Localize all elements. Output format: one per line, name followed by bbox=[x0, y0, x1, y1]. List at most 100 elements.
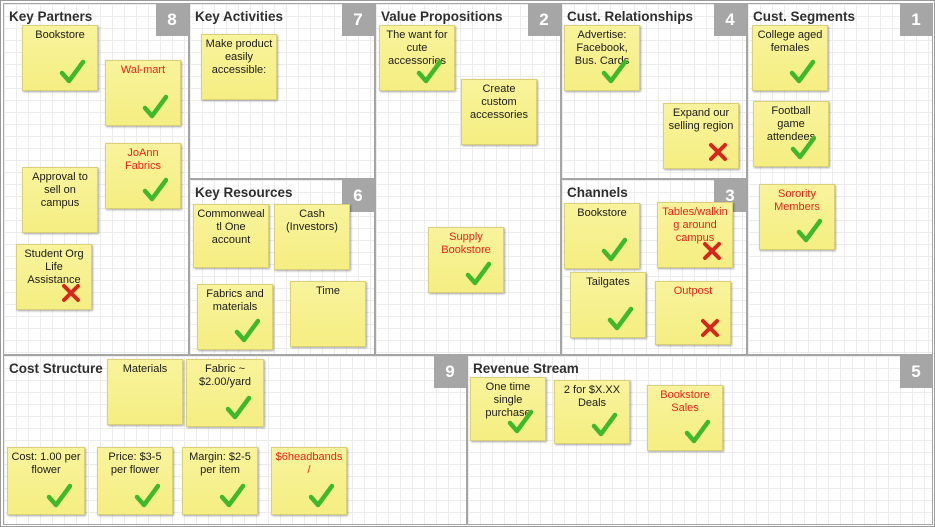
note-text: Tables/walking around campus bbox=[662, 206, 728, 244]
block-number-badge: 8 bbox=[156, 4, 188, 36]
note-text: Bookstore bbox=[577, 207, 627, 219]
note-text: Expand our selling region bbox=[668, 107, 734, 132]
sticky-note[interactable]: Create custom accessories bbox=[461, 79, 537, 145]
checkmark-icon bbox=[607, 306, 633, 331]
sticky-note[interactable]: 2 for $X.XX Deals bbox=[554, 380, 630, 444]
checkmark-icon bbox=[142, 94, 168, 119]
checkmark-icon bbox=[601, 59, 627, 84]
sticky-note[interactable]: Supply Bookstore bbox=[428, 227, 504, 293]
note-text: Cost: 1.00 per flower bbox=[11, 451, 81, 476]
sticky-note[interactable]: Tailgates bbox=[570, 272, 646, 338]
note-text: Student Org Life Assistance bbox=[24, 248, 84, 286]
checkmark-icon bbox=[789, 59, 815, 84]
block-number-badge: 1 bbox=[900, 4, 932, 36]
note-text: Margin: $2-5 per item bbox=[189, 451, 251, 476]
note-text: Time bbox=[315, 285, 341, 297]
block-title: Channels bbox=[567, 185, 628, 200]
block-number-badge: 9 bbox=[434, 356, 466, 388]
checkmark-icon bbox=[308, 483, 334, 508]
sticky-note[interactable]: Approval to sell on campus bbox=[22, 167, 98, 233]
sticky-note[interactable]: College aged females bbox=[752, 25, 828, 91]
note-text: Make product easily accessible: bbox=[205, 38, 273, 76]
cross-icon bbox=[62, 284, 80, 302]
note-text: Bookstore bbox=[35, 29, 85, 41]
block-title: Cust. Segments bbox=[753, 9, 856, 24]
note-text: JoAnn Fabrics bbox=[124, 147, 162, 172]
note-text: Cash (Investors) bbox=[286, 208, 338, 233]
sticky-note[interactable]: JoAnn Fabrics bbox=[105, 143, 181, 209]
note-text: Fabric ~ $2.00/yard bbox=[199, 363, 251, 388]
checkmark-icon bbox=[790, 135, 816, 160]
checkmark-icon bbox=[465, 261, 491, 286]
checkmark-icon bbox=[219, 483, 245, 508]
sticky-note[interactable]: $6headbands/ bbox=[271, 447, 347, 515]
block-number-badge: 5 bbox=[900, 356, 932, 388]
note-text: One time single purchase bbox=[485, 381, 531, 419]
note-text: Tailgates bbox=[586, 276, 630, 288]
sticky-note[interactable]: The want for cute accessories bbox=[379, 25, 455, 91]
note-text: $6headbands/ bbox=[275, 451, 343, 476]
sticky-note[interactable]: Sorority Members bbox=[759, 184, 835, 250]
sticky-note[interactable]: Bookstore Sales bbox=[647, 385, 723, 451]
note-text: Outpost bbox=[673, 285, 713, 297]
checkmark-icon bbox=[591, 412, 617, 437]
block-title: Key Resources bbox=[195, 185, 293, 200]
note-text: Create custom accessories bbox=[469, 83, 529, 121]
checkmark-icon bbox=[684, 419, 710, 444]
note-text: Sorority Members bbox=[774, 188, 820, 213]
sticky-note[interactable]: Commonwealtl One account bbox=[193, 204, 269, 268]
block-title: Cost Structure bbox=[9, 361, 103, 376]
note-text: College aged females bbox=[757, 29, 823, 54]
sticky-note[interactable]: Wal-mart bbox=[105, 60, 181, 126]
sticky-note[interactable]: Student Org Life Assistance bbox=[16, 244, 92, 310]
sticky-note[interactable]: Price: $3-5 per flower bbox=[97, 447, 173, 515]
note-text: Commonwealtl One account bbox=[197, 208, 265, 246]
sticky-note[interactable]: Expand our selling region bbox=[663, 103, 739, 169]
sticky-note[interactable]: Advertise: Facebook, Bus. Cards bbox=[564, 25, 640, 91]
checkmark-icon bbox=[796, 218, 822, 243]
sticky-note[interactable]: Tables/walking around campus bbox=[657, 202, 733, 268]
sticky-note[interactable]: Bookstore bbox=[22, 25, 98, 91]
note-text: Fabrics and materials bbox=[206, 288, 264, 313]
checkmark-icon bbox=[142, 177, 168, 202]
block-number-badge: 2 bbox=[528, 4, 560, 36]
sticky-note[interactable]: Cash (Investors) bbox=[274, 204, 350, 270]
sticky-note[interactable]: Materials bbox=[107, 359, 183, 425]
cross-icon bbox=[709, 143, 727, 161]
sticky-note[interactable]: Outpost bbox=[655, 281, 731, 345]
note-text: Materials bbox=[122, 363, 168, 375]
sticky-note[interactable]: Margin: $2-5 per item bbox=[182, 447, 258, 515]
note-text: Supply Bookstore bbox=[441, 231, 491, 256]
cross-icon bbox=[701, 319, 719, 337]
sticky-note[interactable]: Football game attendees bbox=[753, 101, 829, 167]
note-text: Approval to sell on campus bbox=[32, 171, 88, 209]
block-title: Cust. Relationships bbox=[567, 9, 694, 24]
checkmark-icon bbox=[507, 409, 533, 434]
sticky-note[interactable]: Bookstore bbox=[564, 203, 640, 269]
note-text: The want for cute accessories bbox=[386, 29, 448, 67]
block-title: Revenue Stream bbox=[473, 361, 579, 376]
checkmark-icon bbox=[134, 483, 160, 508]
note-text: 2 for $X.XX Deals bbox=[563, 384, 621, 409]
sticky-note[interactable]: Cost: 1.00 per flower bbox=[7, 447, 85, 515]
cross-icon bbox=[703, 242, 721, 260]
block-title: Key Activities bbox=[195, 9, 284, 24]
note-text: Advertise: Facebook, Bus. Cards bbox=[574, 29, 630, 67]
block-number-badge: 4 bbox=[714, 4, 746, 36]
checkmark-icon bbox=[46, 483, 72, 508]
checkmark-icon bbox=[601, 237, 627, 262]
checkmark-icon bbox=[225, 395, 251, 420]
sticky-note[interactable]: Time bbox=[290, 281, 366, 347]
checkmark-icon bbox=[59, 59, 85, 84]
block-title: Key Partners bbox=[9, 9, 93, 24]
block-title: Value Propositions bbox=[381, 9, 503, 24]
note-text: Wal-mart bbox=[120, 64, 166, 76]
sticky-note[interactable]: Make product easily accessible: bbox=[201, 34, 277, 100]
note-text: Football game attendees bbox=[766, 105, 816, 143]
sticky-note[interactable]: One time single purchase bbox=[470, 377, 546, 441]
sticky-note[interactable]: Fabrics and materials bbox=[197, 284, 273, 350]
block-number-badge: 7 bbox=[342, 4, 374, 36]
note-text: Bookstore Sales bbox=[660, 389, 710, 414]
sticky-note[interactable]: Fabric ~ $2.00/yard bbox=[186, 359, 264, 427]
